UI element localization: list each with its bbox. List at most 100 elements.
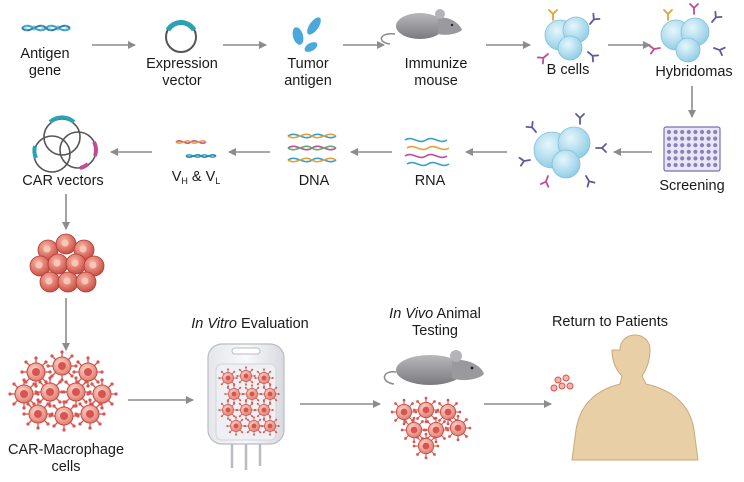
plate-well [673, 149, 678, 154]
car-cell-cluster-icon [29, 233, 105, 293]
plate-well [680, 136, 685, 141]
b-cells-icon [536, 9, 601, 65]
plate-well [693, 156, 698, 161]
label-vh-sub: H [181, 176, 188, 186]
macrophage-cell [412, 396, 440, 424]
car-macrophage-cells-icon [7, 349, 119, 433]
label-car-macrophage-cells: CAR-Macrophage cells [6, 442, 126, 476]
label-rna: RNA [414, 173, 446, 189]
label-tumor-antigen-line2: antigen [284, 73, 332, 89]
label-immunize-mouse-line2: mouse [414, 73, 458, 89]
plate-well [706, 143, 711, 148]
cluster-cell-nucleus [63, 277, 71, 285]
cluster-cell-nucleus [81, 277, 89, 285]
plate-well [666, 143, 672, 148]
car-vectors-plasmids-icon [32, 115, 98, 173]
macrophage-cell [235, 399, 257, 421]
in-vitro-culture-bag-icon [207, 343, 285, 470]
antigen-gene-dna-icon [21, 24, 71, 32]
plate-well [713, 129, 718, 135]
plate-well [699, 162, 705, 168]
label-in-vivo-italic: In Vivo [389, 306, 434, 322]
label-in-vitro-italic: In Vitro [191, 316, 237, 332]
macrophage-cell [7, 377, 41, 411]
plate-well [686, 143, 691, 148]
plate-well [713, 143, 718, 148]
macrophage-cell [235, 365, 257, 387]
macrophage-cell [73, 397, 107, 431]
label-hybridomas: Hybridomas [655, 64, 733, 80]
label-expression-vector: Expression vector [136, 56, 228, 90]
label-vl-sub: L [215, 176, 221, 186]
plate-well [686, 136, 691, 141]
plate-well [706, 136, 711, 141]
label-tumor-antigen: Tumor antigen [276, 56, 340, 90]
plate-well [673, 129, 678, 135]
plate-well [693, 143, 698, 148]
label-vh-v: V [171, 169, 182, 185]
cluster-cell-nucleus [71, 259, 79, 267]
plate-well [713, 162, 718, 168]
plate-well [693, 162, 698, 168]
label-antigen-gene: Antigen gene [16, 46, 74, 80]
macrophage-cell [444, 414, 472, 442]
cluster-cell-nucleus [61, 239, 69, 247]
label-dna: DNA [298, 173, 330, 189]
label-expression-vector-line2: vector [162, 73, 202, 89]
macrophage-cell [412, 432, 440, 460]
label-antigen-gene-line1: Antigen [20, 46, 70, 62]
macrophage-cell [259, 415, 281, 437]
plate-well [680, 162, 685, 168]
plate-well [666, 162, 672, 168]
plate-well [713, 156, 718, 161]
plate-well [699, 156, 705, 161]
vh-vl-fragments-icon [175, 140, 217, 158]
plate-well [706, 129, 711, 135]
row3-arrows [128, 396, 552, 408]
plate-well [680, 156, 685, 161]
plate-well [686, 129, 691, 135]
plate-well [673, 156, 678, 161]
plate-well [693, 149, 698, 154]
label-vh-vl: VH & VL [164, 169, 228, 190]
plate-well [693, 136, 698, 141]
label-antigen-gene-line2: gene [28, 63, 62, 79]
plate-well [680, 129, 685, 135]
plate-well [673, 162, 678, 168]
dna-helices-icon [287, 133, 337, 163]
plate-well [673, 136, 678, 141]
tumor-antigen-icon [292, 17, 321, 52]
macrophage-cell [19, 355, 53, 389]
rna-strands-icon [404, 137, 450, 167]
plate-well [713, 149, 718, 154]
plate-well [673, 143, 678, 148]
macrophage-cell [217, 399, 239, 421]
label-car-macrophage-line1: CAR-Macrophage [7, 442, 125, 458]
cluster-cell-nucleus [35, 261, 43, 269]
macrophage-cell [21, 397, 55, 431]
plate-well [706, 149, 711, 154]
label-in-vivo: In Vivo Animal Testing [380, 306, 490, 340]
label-car-vectors: CAR vectors [22, 173, 104, 189]
row1-arrows [92, 41, 696, 118]
macrophage-cell [47, 399, 81, 433]
label-b-cells: B cells [546, 62, 590, 78]
label-screening: Screening [659, 178, 725, 194]
label-in-vivo-rest: Animal [433, 306, 481, 322]
immunize-mouse-icon [380, 9, 462, 45]
plate-well [699, 129, 705, 135]
plate-well [666, 156, 672, 161]
label-tumor-antigen-line1: Tumor [287, 56, 329, 72]
label-in-vitro: In Vitro Evaluation [176, 316, 324, 333]
plate-well [699, 143, 705, 148]
label-in-vivo-line2: Testing [412, 323, 458, 339]
label-car-macrophage-line2: cells [51, 459, 81, 475]
label-immunize-mouse-line1: Immunize [404, 56, 468, 72]
plate-well [699, 149, 705, 154]
label-in-vitro-rest: Evaluation [236, 316, 309, 332]
plate-well [686, 156, 691, 161]
plate-well [706, 162, 711, 168]
plate-well [699, 136, 705, 141]
label-immunize-mouse: Immunize mouse [396, 56, 476, 90]
macrophage-cell [225, 415, 247, 437]
